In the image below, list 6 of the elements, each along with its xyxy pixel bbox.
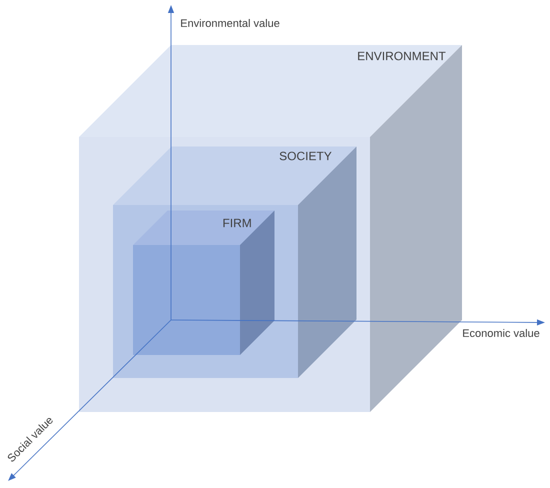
- axis-label: Environmental value: [181, 18, 280, 28]
- node-label: ENVIRONMENT: [358, 52, 446, 60]
- node-label: FIRM: [223, 218, 251, 228]
- node-label: SOCIETY: [280, 152, 332, 160]
- axis-label: Economic value: [463, 328, 540, 338]
- cube: FIRM: [133, 210, 274, 355]
